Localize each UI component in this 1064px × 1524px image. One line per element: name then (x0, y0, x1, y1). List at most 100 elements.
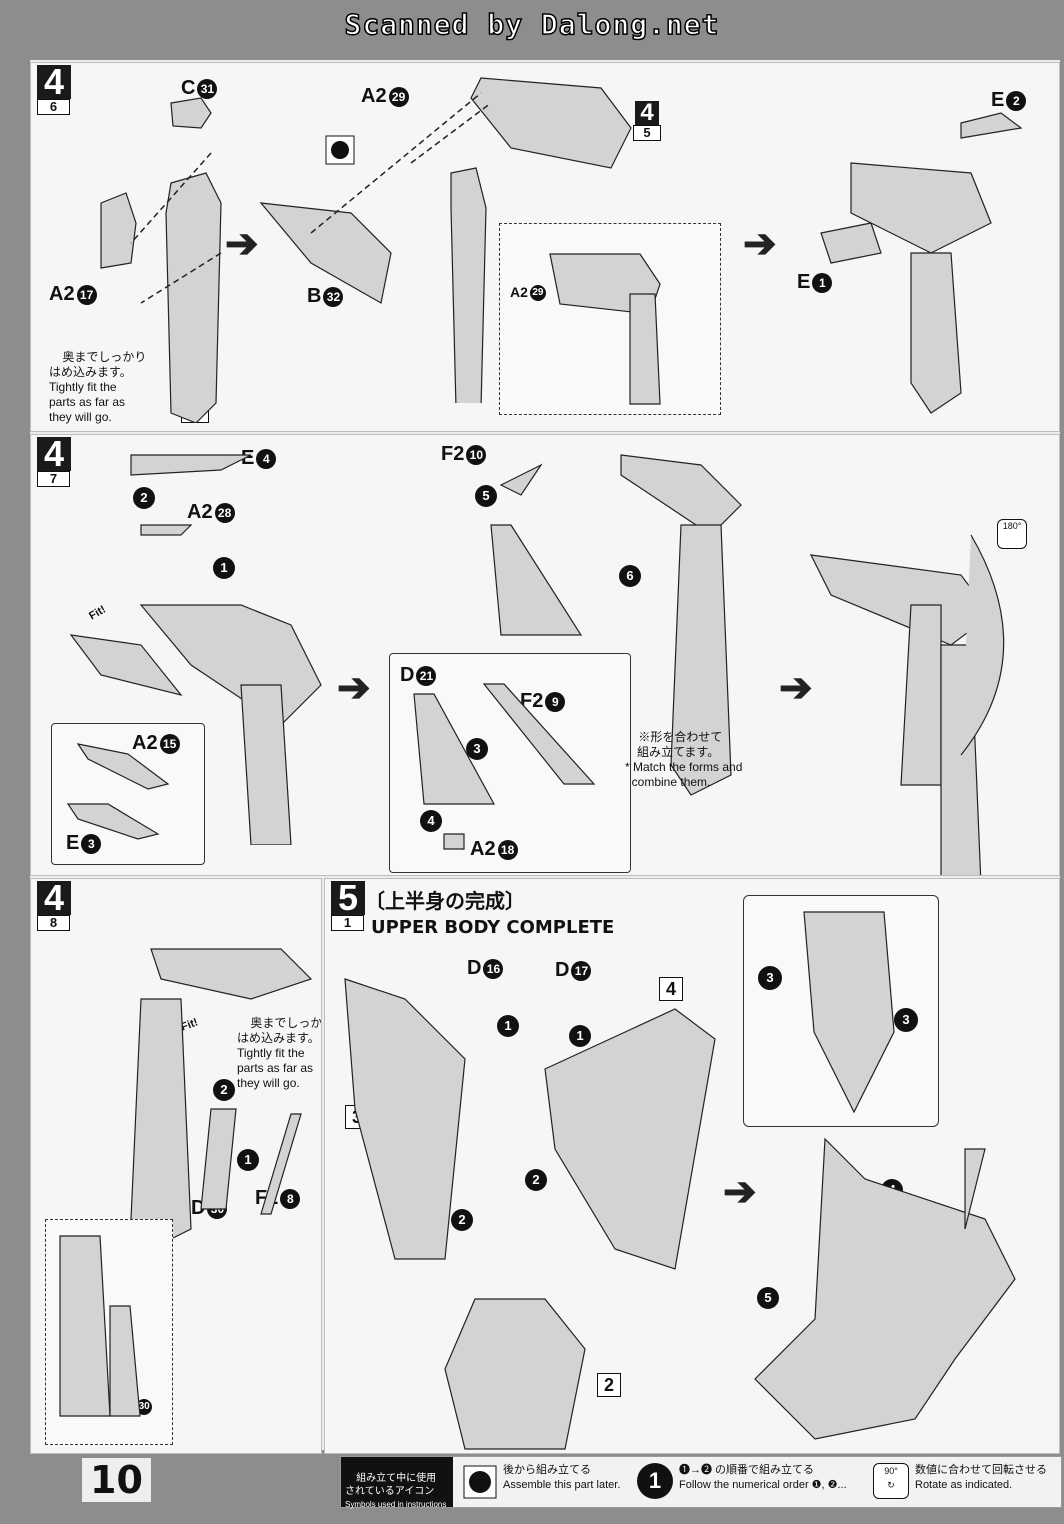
inset-part-illustration (549, 253, 661, 405)
order-2a: 2 (525, 1169, 547, 1191)
arm-parts-illustration-1 (100, 97, 222, 423)
ref-step-4-5-sub: 5 (633, 125, 661, 141)
wing-assembly-illustration (259, 77, 632, 403)
step-number: 4 (37, 64, 71, 100)
legend-item-1: 後から組み立てる Assemble this part later. (503, 1463, 620, 1493)
step-sub-number: 6 (37, 99, 70, 115)
legend-item-2-en: Follow the numerical order ❶, ❷... (679, 1479, 847, 1491)
rotated-arm-illustration (809, 534, 1005, 875)
tight-fit-note: 奥までしっかり はめ込みます。Tightly fit the parts as … (49, 335, 147, 431)
order-3: 3 (466, 738, 488, 760)
arrow-guides-1 (130, 152, 222, 304)
completed-upper-body-illustration (754, 1137, 1016, 1440)
arm-binder-illustration (130, 948, 313, 1250)
step-4-8-panel: 4 8 奥までしっかり はめ込みます。Tightly fit the parts… (30, 878, 322, 1454)
legend-item-1-en: Assemble this part later. (503, 1479, 621, 1491)
tight-fit-en-2: Tightly fit the parts as far as they wil… (237, 1046, 314, 1090)
legend-item-2-jp: ❶→❷ の順番で組み立てる (679, 1464, 815, 1476)
step-sub-number: 1 (331, 915, 364, 931)
order-1a: 1 (497, 1015, 519, 1037)
next-arrow-1: ➔ (225, 222, 259, 266)
legend-item-2: ❶→❷ の順番で組み立てる Follow the numerical order… (679, 1463, 847, 1493)
order-6: 6 (619, 565, 641, 587)
inset-binder-part (59, 1235, 141, 1417)
subassembly-4: 4 (659, 977, 683, 1001)
inset-torso-part (803, 911, 895, 1114)
step-number: 4 (37, 880, 71, 916)
step-number: 5 (331, 880, 365, 916)
match-forms-note: ※形を合わせて 組み立てます。* Match the forms and com… (625, 715, 742, 805)
inset-order-3b: 3 (894, 1008, 918, 1032)
detail-inset-5: 3 3 (743, 895, 939, 1127)
order-2: 2 (133, 487, 155, 509)
detail-inset-4: D30 (45, 1219, 173, 1445)
ref-step-4-5: 4 (635, 101, 659, 125)
rotate-180-label: 180° (1002, 521, 1022, 531)
order-5: 5 (475, 485, 497, 507)
order-5: 5 (757, 1287, 779, 1309)
upper-body-assembly-illustration (344, 978, 716, 1450)
order-4: 4 (420, 810, 442, 832)
scanned-watermark: Scanned by Dalong.net (344, 7, 720, 42)
wing-binder-illustration (69, 454, 322, 845)
match-forms-jp: ※形を合わせて 組み立てます。 (637, 730, 723, 759)
step-number: 4 (37, 436, 71, 472)
legend-title: 組み立て中に使用 されているアイコン Symbols used in instru… (341, 1457, 453, 1509)
legend-item-1-jp: 後から組み立てる (503, 1464, 591, 1476)
upper-body-title-en: UPPER BODY COMPLETE (371, 917, 615, 938)
order-2: 2 (213, 1079, 235, 1101)
rotate-legend-icon: 90°↻ (873, 1463, 909, 1499)
legend-item-3-en: Rotate as indicated. (915, 1479, 1013, 1491)
inset-fin-parts (413, 683, 596, 850)
step-sub-number: 7 (37, 471, 70, 487)
fin-and-arm-illustration (490, 454, 742, 796)
legend-title-en: Symbols used in instructions (345, 1500, 447, 1509)
subassembly-2: 2 (597, 1373, 621, 1397)
tight-fit-jp: 奥までしっかり はめ込みます。 (49, 350, 147, 379)
rotate-legend-badge: 90° (884, 1466, 898, 1476)
next-arrow-3: ➔ (337, 666, 371, 710)
order-legend-icon: 1 (637, 1463, 673, 1499)
assemble-later-legend-icon (463, 1465, 497, 1499)
next-arrow-5: ➔ (723, 1170, 757, 1214)
tight-fit-note-2: 奥までしっかり はめ込みます。Tightly fit the parts as … (237, 1001, 321, 1106)
inset-order-3a: 3 (758, 966, 782, 990)
next-arrow-2: ➔ (743, 222, 777, 266)
legend-title-jp: 組み立て中に使用 されているアイコン (345, 1473, 437, 1497)
order-1b: 1 (569, 1025, 591, 1047)
legend-item-3: 数値に合わせて回転させる Rotate as indicated. (915, 1463, 1047, 1493)
page-number: 10 (82, 1458, 151, 1502)
inset-wing-parts (66, 743, 170, 840)
order-1: 1 (213, 557, 235, 579)
match-forms-en: * Match the forms and combine them. (625, 760, 743, 789)
icon-legend: 組み立て中に使用 されているアイコン Symbols used in instru… (340, 1456, 1062, 1509)
next-arrow-4: ➔ (779, 666, 813, 710)
legend-item-3-jp: 数値に合わせて回転させる (915, 1464, 1047, 1476)
arm-with-wing-illustration (820, 112, 1023, 414)
upper-body-title-jp: 〔上半身の完成〕 (365, 891, 525, 913)
step-sub-number: 8 (37, 915, 70, 931)
rotate-180-badge: 180° (997, 519, 1027, 549)
arrow-guides-2 (310, 92, 492, 234)
assemble-later-icon (325, 135, 355, 165)
